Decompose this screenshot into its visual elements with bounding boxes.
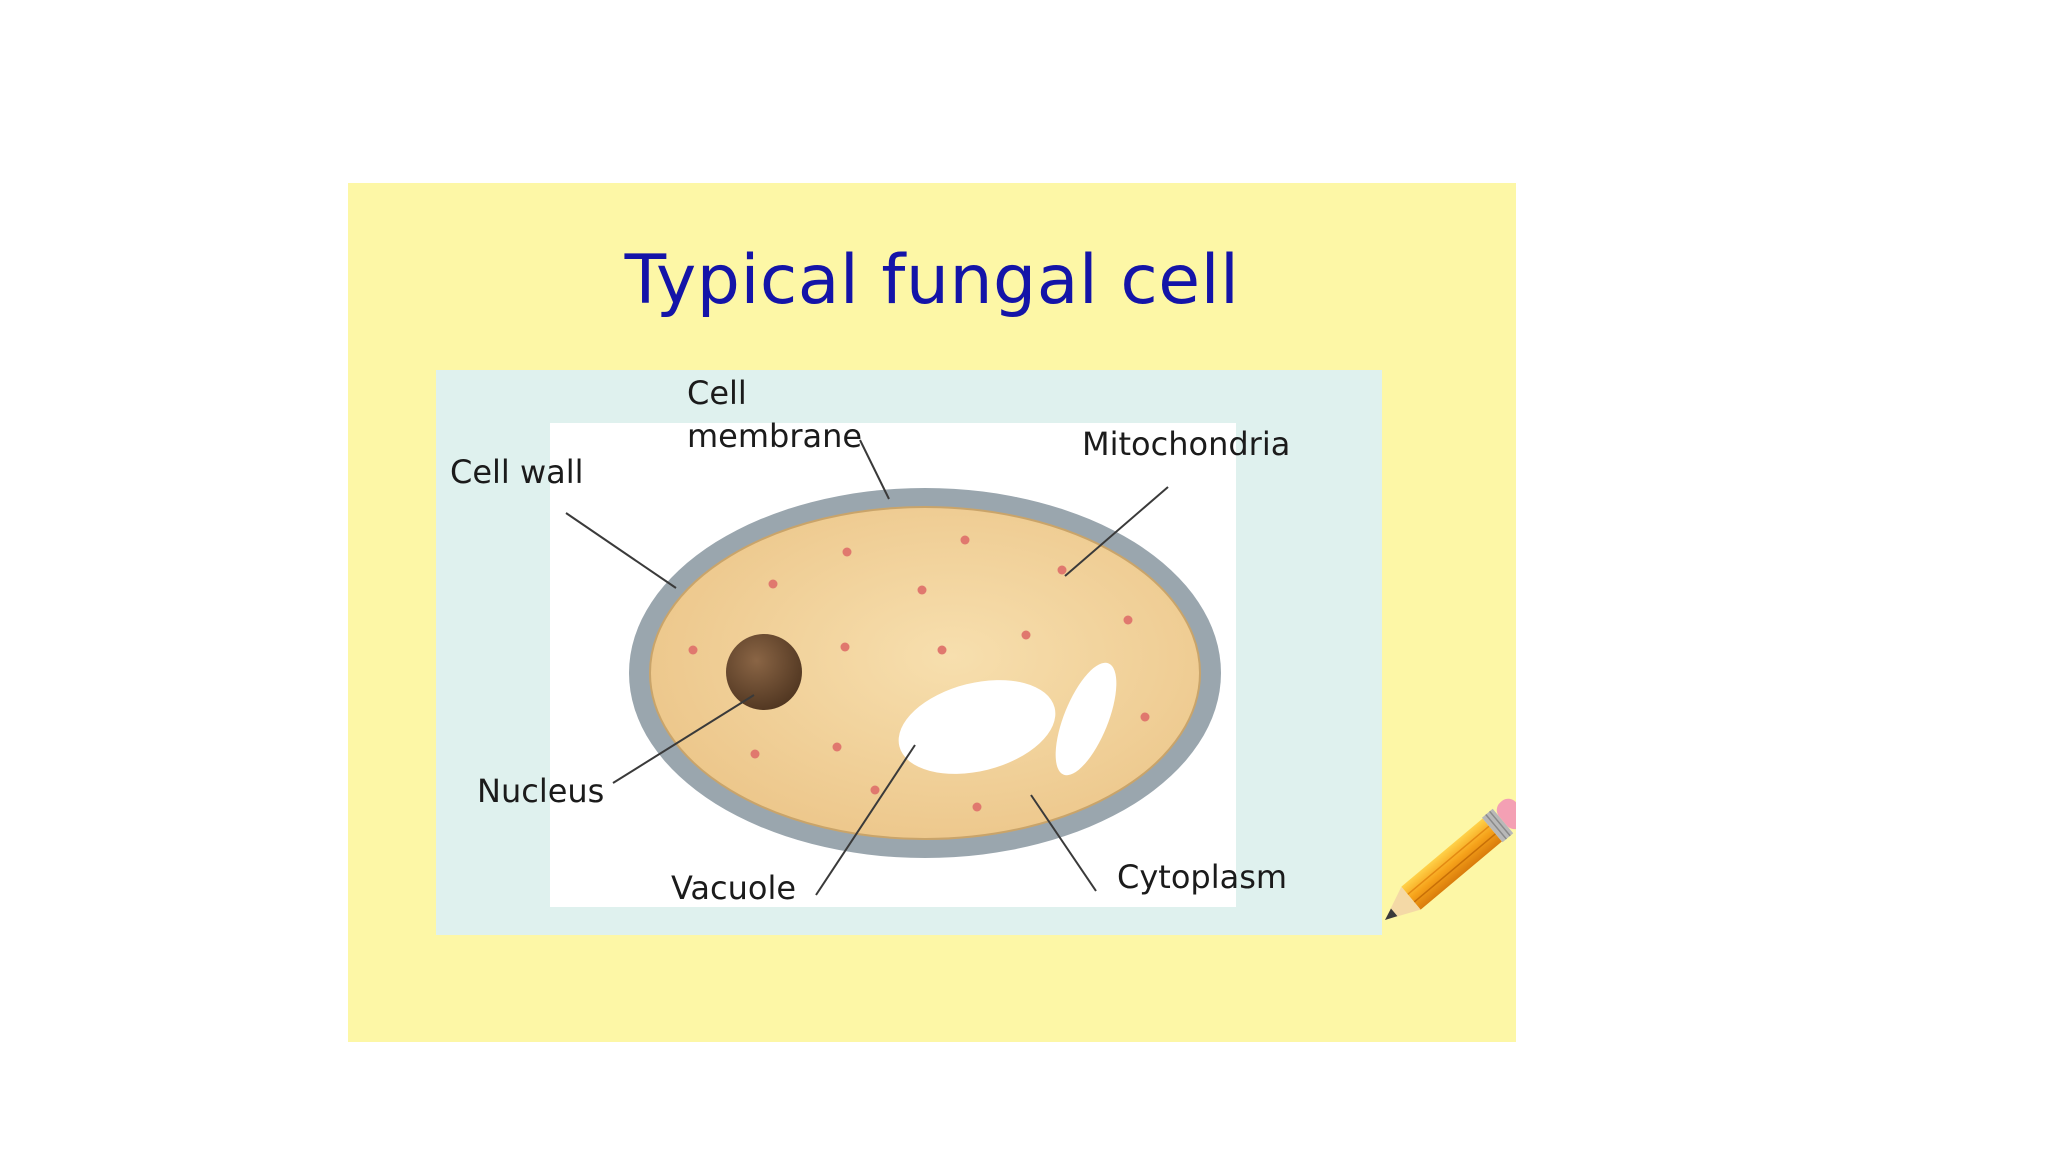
mitochondria-dots — [688, 535, 1150, 812]
label-cell-membrane-line1: Cell — [687, 374, 747, 412]
label-cytoplasm: Cytoplasm — [1117, 858, 1287, 896]
label-mitochondria: Mitochondria — [1082, 425, 1290, 463]
vacuole-leader — [815, 744, 916, 896]
cell-membrane-leader — [859, 439, 890, 500]
vacuole-small — [1055, 662, 1117, 776]
label-vacuole: Vacuole — [671, 869, 796, 907]
label-nucleus: Nucleus — [477, 772, 604, 810]
nucleus — [726, 634, 802, 710]
nucleus-leader — [612, 694, 755, 784]
label-cell-wall: Cell wall — [450, 453, 584, 491]
fungal-cell-diagram: Cell membrane Mitochondria Cell wall Nuc… — [436, 370, 1516, 935]
slide-title: Typical fungal cell — [624, 241, 1240, 320]
label-cell-membrane-line2: membrane — [687, 417, 862, 455]
mitochondria-leader — [1064, 486, 1169, 577]
pencil-icon — [1385, 798, 1516, 920]
slide: Typical fungal cell — [348, 183, 1516, 1042]
cell-wall-leader — [565, 512, 677, 589]
vacuole-large — [898, 680, 1056, 774]
cytoplasm-leader — [1030, 794, 1097, 892]
